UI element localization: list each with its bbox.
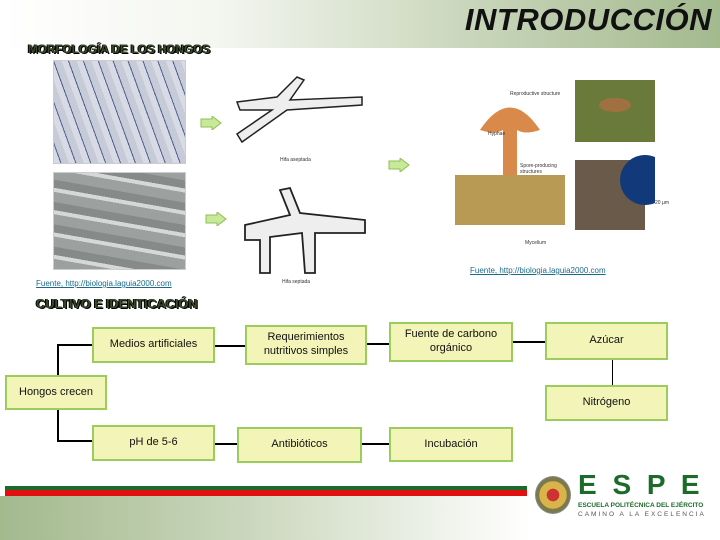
connector-arrow	[215, 443, 237, 445]
box-requerimientos: Requerimientos nutritivos simples	[245, 325, 367, 365]
scale-label: 20 µm	[655, 200, 669, 206]
aseptate-hypha-drawing	[235, 76, 363, 144]
box-azucar: Azúcar	[545, 322, 668, 360]
arrow-right-icon	[388, 158, 410, 172]
arrow-right-icon	[200, 116, 222, 130]
septate-hypha-drawing	[244, 186, 366, 274]
arrow-right-icon	[205, 212, 227, 226]
connector-line	[57, 344, 59, 376]
espe-seal-logo	[535, 476, 571, 514]
connector-arrow	[612, 360, 613, 385]
connector-arrow	[367, 343, 389, 345]
connector-arrow	[362, 443, 389, 445]
micrograph-aseptate-hyphae	[53, 60, 186, 164]
box-fuente-carbono: Fuente de carbono orgánico	[389, 322, 513, 362]
slide-title: INTRODUCCIÓN	[464, 2, 712, 37]
reproductive-label: Reproductive structure	[510, 91, 561, 97]
header-band	[0, 0, 720, 48]
espe-motto: CAMINO A LA EXCELENCIA	[578, 511, 706, 518]
box-hongos-crecen: Hongos crecen	[5, 375, 107, 410]
section-morfologia-title: MORFOLOGÍA DE LOS HONGOS	[28, 42, 211, 56]
box-nitrogeno: Nitrógeno	[545, 385, 668, 421]
spore-label: Spore-producing structures	[520, 163, 557, 175]
source-link-left[interactable]: Fuente, http://biologia.laguia2000.com	[36, 279, 172, 288]
espe-subtitle: ESCUELA POLITÉCNICA DEL EJÉRCITO	[578, 502, 704, 509]
hyphae-label: Hyphae	[488, 131, 506, 137]
box-ph: pH de 5-6	[92, 425, 215, 461]
footer-stripe-green	[5, 486, 527, 490]
hifa-top-label: Hifa aseptada	[280, 157, 311, 163]
fungus-structure-diagram	[455, 80, 655, 230]
box-medios: Medios artificiales	[92, 327, 215, 363]
box-antibioticos: Antibióticos	[237, 427, 362, 463]
section-cultivo-title: CULTIVO E IDENTICACIÓN	[36, 296, 198, 311]
connector-arrow	[513, 341, 545, 343]
footer-stripe-red	[5, 490, 527, 496]
box-incubacion: Incubación	[389, 427, 513, 462]
hifa-bottom-label: Hifa septada	[282, 279, 311, 285]
connector-arrow	[57, 344, 92, 346]
espe-logo-text: E S P E	[578, 469, 704, 500]
connector-arrow	[57, 440, 92, 442]
mycelium-label: Mycelium	[525, 240, 547, 246]
micrograph-septate-hyphae	[53, 172, 186, 270]
source-link-right[interactable]: Fuente, http://biologia.laguia2000.com	[470, 266, 606, 275]
connector-line	[57, 410, 59, 442]
connector-arrow	[215, 345, 245, 347]
footer-band	[0, 496, 530, 540]
